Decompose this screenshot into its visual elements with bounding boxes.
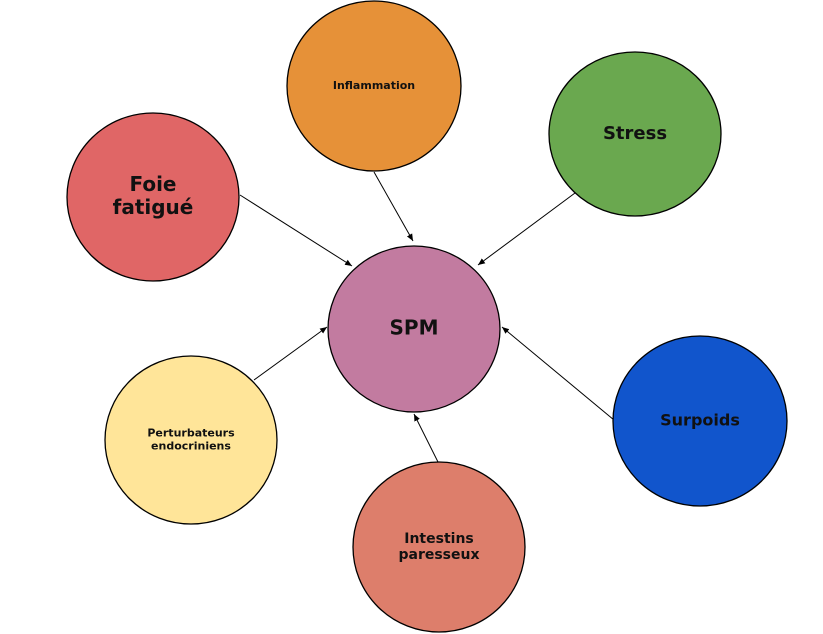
node-stress: Stress xyxy=(548,51,722,217)
arrow-intestins-paresseux-to-spm xyxy=(413,413,439,463)
node-circle-spm xyxy=(327,245,501,413)
arrow-stress-to-spm xyxy=(477,192,576,266)
node-circle-surpoids xyxy=(612,335,788,507)
arrow-foie-fatigue-to-spm xyxy=(239,194,353,267)
edges-layer xyxy=(239,171,615,463)
node-spm: SPM xyxy=(327,245,501,413)
node-circle-intestins-paresseux xyxy=(352,461,526,633)
arrow-surpoids-to-spm xyxy=(501,326,615,421)
node-label-intestins-paresseux-line-1: Intestins xyxy=(404,531,474,547)
node-circle-foie-fatigue xyxy=(66,112,240,282)
node-surpoids: Surpoids xyxy=(612,335,788,507)
node-circle-stress xyxy=(548,51,722,217)
node-label-foie-fatigue-line-1: Foie xyxy=(129,172,176,196)
node-circle-perturbateurs-endocriniens xyxy=(104,355,278,525)
node-label-perturbateurs-endocriniens-line-1: Perturbateurs xyxy=(147,427,235,440)
node-label-intestins-paresseux-line-2: paresseux xyxy=(398,547,479,563)
node-label-inflammation-line-1: Inflammation xyxy=(333,79,415,92)
arrow-inflammation-to-spm xyxy=(373,171,414,242)
node-label-spm-line-1: SPM xyxy=(390,316,439,340)
node-inflammation: Inflammation xyxy=(286,0,462,172)
nodes-layer: SPMInflammationStressFoiefatiguéPerturba… xyxy=(66,0,788,633)
node-label-surpoids-line-1: Surpoids xyxy=(660,411,740,430)
node-label-foie-fatigue-line-2: fatigué xyxy=(113,195,194,219)
node-circle-inflammation xyxy=(286,0,462,172)
arrow-perturbateurs-endocriniens-to-spm xyxy=(253,326,328,381)
node-label-stress-line-1: Stress xyxy=(603,123,667,144)
node-label-perturbateurs-endocriniens-line-2: endocriniens xyxy=(151,439,231,452)
